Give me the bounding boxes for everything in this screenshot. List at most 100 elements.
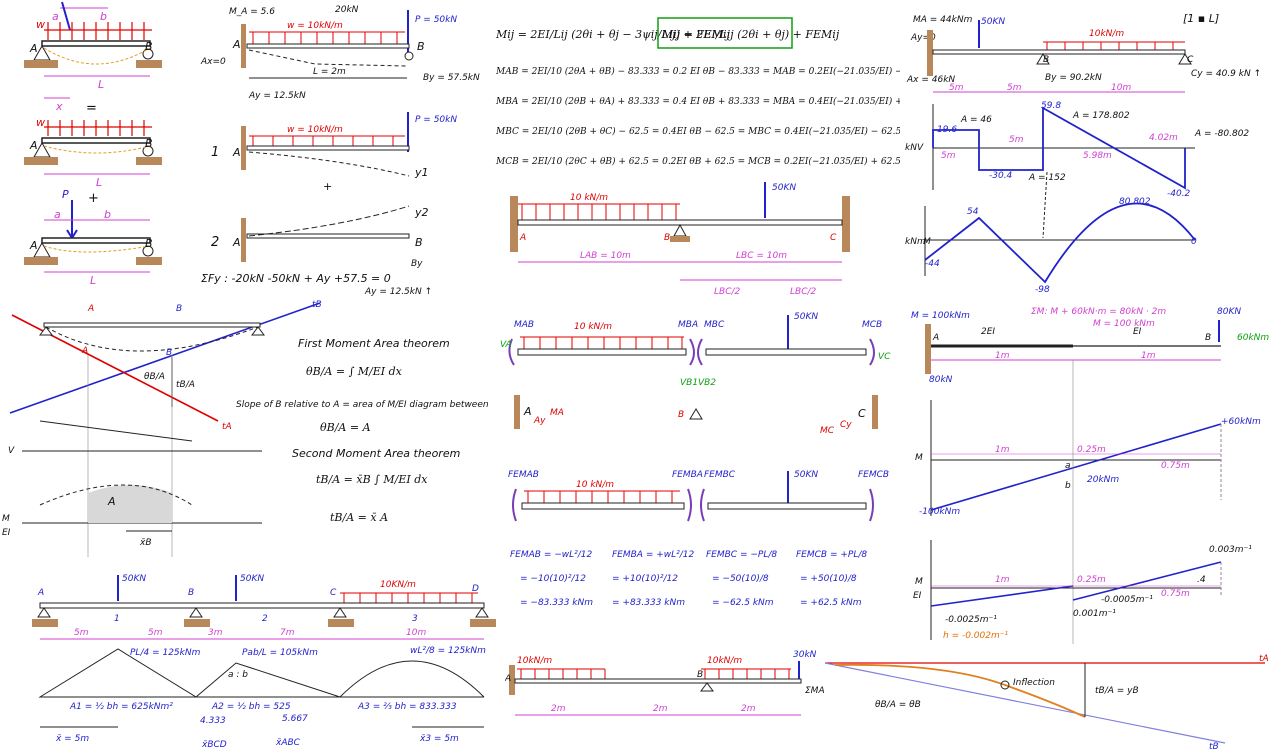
label-w: w	[36, 18, 45, 31]
sfd-dist-2: 5m	[1009, 135, 1024, 145]
span-label: L = 2m	[313, 67, 346, 77]
reaction-Cy: Cy	[840, 420, 852, 430]
moment-80: 80.802	[1119, 197, 1151, 207]
moment-area-diagram: tB tA A B A B θB/A tB/A V M EI A x̄B Fir…	[2, 300, 490, 557]
equation-main: Mij = 2EI/Lij (2θi + θj − 3ψij/Lij) + FE…	[495, 28, 731, 41]
dist-1: 2m	[551, 704, 566, 714]
sfd-dist-598: 5.98m	[1083, 151, 1112, 161]
axis-V: V	[917, 143, 924, 153]
span-L: L	[98, 78, 104, 91]
equals-sign: =	[86, 101, 97, 116]
load-3: 10KN/m	[380, 580, 416, 590]
moment-sum: ΣMA	[805, 686, 825, 696]
panel-slope-deflection: Mij = 2EI/Lij (2θi + θj − 3ψij/Lij) + FE…	[490, 0, 900, 305]
dist-3: 2m	[741, 704, 756, 714]
label-b2: b	[104, 208, 111, 221]
label-x: x	[55, 100, 63, 113]
fem-cb-sub: = +50(10)/8	[800, 574, 857, 584]
area-178: A = 178.802	[1072, 111, 1130, 121]
span-L2: L	[96, 176, 102, 189]
fem-bc-result: = −62.5 kNm	[712, 598, 774, 608]
support-A: A	[232, 38, 241, 51]
half-span-2: LBC/2	[790, 287, 817, 297]
dist-2: 5m	[148, 628, 163, 638]
tangent-diagram: tA tB Inflection θB/A = θB tB/A = yB	[825, 654, 1269, 752]
reaction-Ay: Ay=0	[910, 33, 936, 43]
support-A3: A	[232, 236, 241, 249]
inflection-label: Inflection	[1013, 678, 1055, 688]
span-3: 10m	[1111, 83, 1131, 93]
axis-V: V	[8, 446, 15, 456]
span-num-2: 2	[262, 614, 268, 624]
label-a: a	[1065, 461, 1071, 471]
point-load-label: P = 50kN	[415, 15, 457, 25]
node-B: B	[1043, 55, 1049, 65]
fem-cb-formula: FEMCB = +PL/8	[796, 550, 867, 560]
end-load: 30kN	[793, 650, 817, 660]
span-L3: L	[90, 274, 96, 287]
xbar-2d: x̄ABC	[275, 738, 301, 748]
node-B: B	[697, 670, 703, 680]
sfd-dist-1: 5m	[941, 151, 956, 161]
support-B: B	[678, 410, 684, 420]
moment-zero: 0	[1191, 237, 1197, 247]
support-B: B	[417, 40, 425, 53]
reaction-80: 80kN	[929, 375, 953, 385]
axis-EI2: EI	[913, 591, 922, 601]
node-C: C	[1187, 55, 1194, 65]
slope-deflection-diagram: Mij = 2EI/Lij (2θi + θj − 3ψij/Lij) + FE…	[495, 17, 900, 297]
beam-load: 10 kN/m	[570, 193, 608, 203]
axis-M: M	[2, 514, 10, 524]
node-B: B	[664, 233, 670, 243]
point-load-2: 50KN	[794, 470, 818, 480]
fem-ba-result: = +83.333 kNm	[612, 598, 685, 608]
point-load-label-2: P = 50kN	[415, 115, 457, 125]
fem-ba-formula: FEMBA = +wL²/12	[612, 550, 695, 560]
support-b3: B	[145, 237, 153, 250]
fem-ab-sub: = −10(10)²/12	[520, 574, 586, 584]
cantilever-diagram: M_A = 5.6 20kN w = 10kN/m P = 50kN A B A…	[200, 5, 480, 297]
point-load: 50KN	[981, 17, 1005, 27]
applied-moment: M = 100kNm	[911, 311, 970, 321]
shear-19: 19.6	[937, 125, 957, 135]
reaction-Ay: Ay = 12.5kN	[248, 91, 306, 101]
label-VB1: VB1	[680, 378, 698, 388]
force-equilibrium: ΣFy : -20kN -50kN + Ay +57.5 = 0	[201, 272, 391, 285]
xbar-2c: 5.667	[282, 714, 308, 724]
span-num-1: 1	[114, 614, 120, 624]
c-dist-1: 1m	[995, 575, 1010, 585]
point-B2: B	[166, 348, 172, 358]
label-FEMBA: FEMBA	[672, 470, 703, 480]
label-MBA: MBA	[678, 320, 698, 330]
reaction-By: By = 57.5kN	[423, 73, 480, 83]
label-a2: a	[54, 208, 61, 221]
axis-M2: M	[915, 577, 923, 587]
load-2: 10kN/m	[707, 656, 742, 666]
equation-mba: MBA = 2EI/10 (2θB + θA) + 83.333 = 0.4 E…	[495, 96, 900, 107]
support-C: C	[858, 407, 866, 420]
span-AB: LAB = 10m	[580, 251, 631, 261]
reaction-By-2: By	[411, 259, 423, 269]
first-theorem-eq: θB/A = ∫ M/EI dx	[306, 365, 403, 378]
case-1: 1	[211, 145, 219, 160]
moment-MA: MA = 44kNm	[913, 15, 973, 25]
xbar-3: x̄3 = 5m	[419, 734, 459, 744]
dist-load-label-2: w = 10kN/m	[287, 125, 343, 135]
label-w2: w	[36, 116, 45, 129]
height-1: PL/4 = 125kNm	[130, 648, 201, 658]
span-BC: LBC = 10m	[736, 251, 787, 261]
area-A: A	[107, 495, 116, 508]
curv-neg0005: -0.0005m⁻¹	[1101, 595, 1153, 605]
label-P: P	[62, 188, 69, 201]
panel-moment-area: tB tA A B A B θB/A tB/A V M EI A x̄B Fir…	[0, 295, 490, 560]
m-dist-1: 1m	[995, 445, 1010, 455]
equation-boxed: Mij = 2EI/Lij (2θi + θj) + FEMij	[661, 28, 840, 41]
shear-diagram-line	[932, 106, 1186, 190]
moment-MA: M_A = 5.6	[229, 7, 275, 17]
label-FEMBC: FEMBC	[704, 470, 736, 480]
axis-M: M	[923, 237, 931, 247]
theta-ba: θB/A	[144, 372, 165, 382]
label-MBC: MBC	[704, 320, 725, 330]
support-b: B	[145, 40, 153, 53]
panel-cantilever-superposition: M_A = 5.6 20kN w = 10kN/m P = 50kN A B A…	[195, 0, 485, 300]
